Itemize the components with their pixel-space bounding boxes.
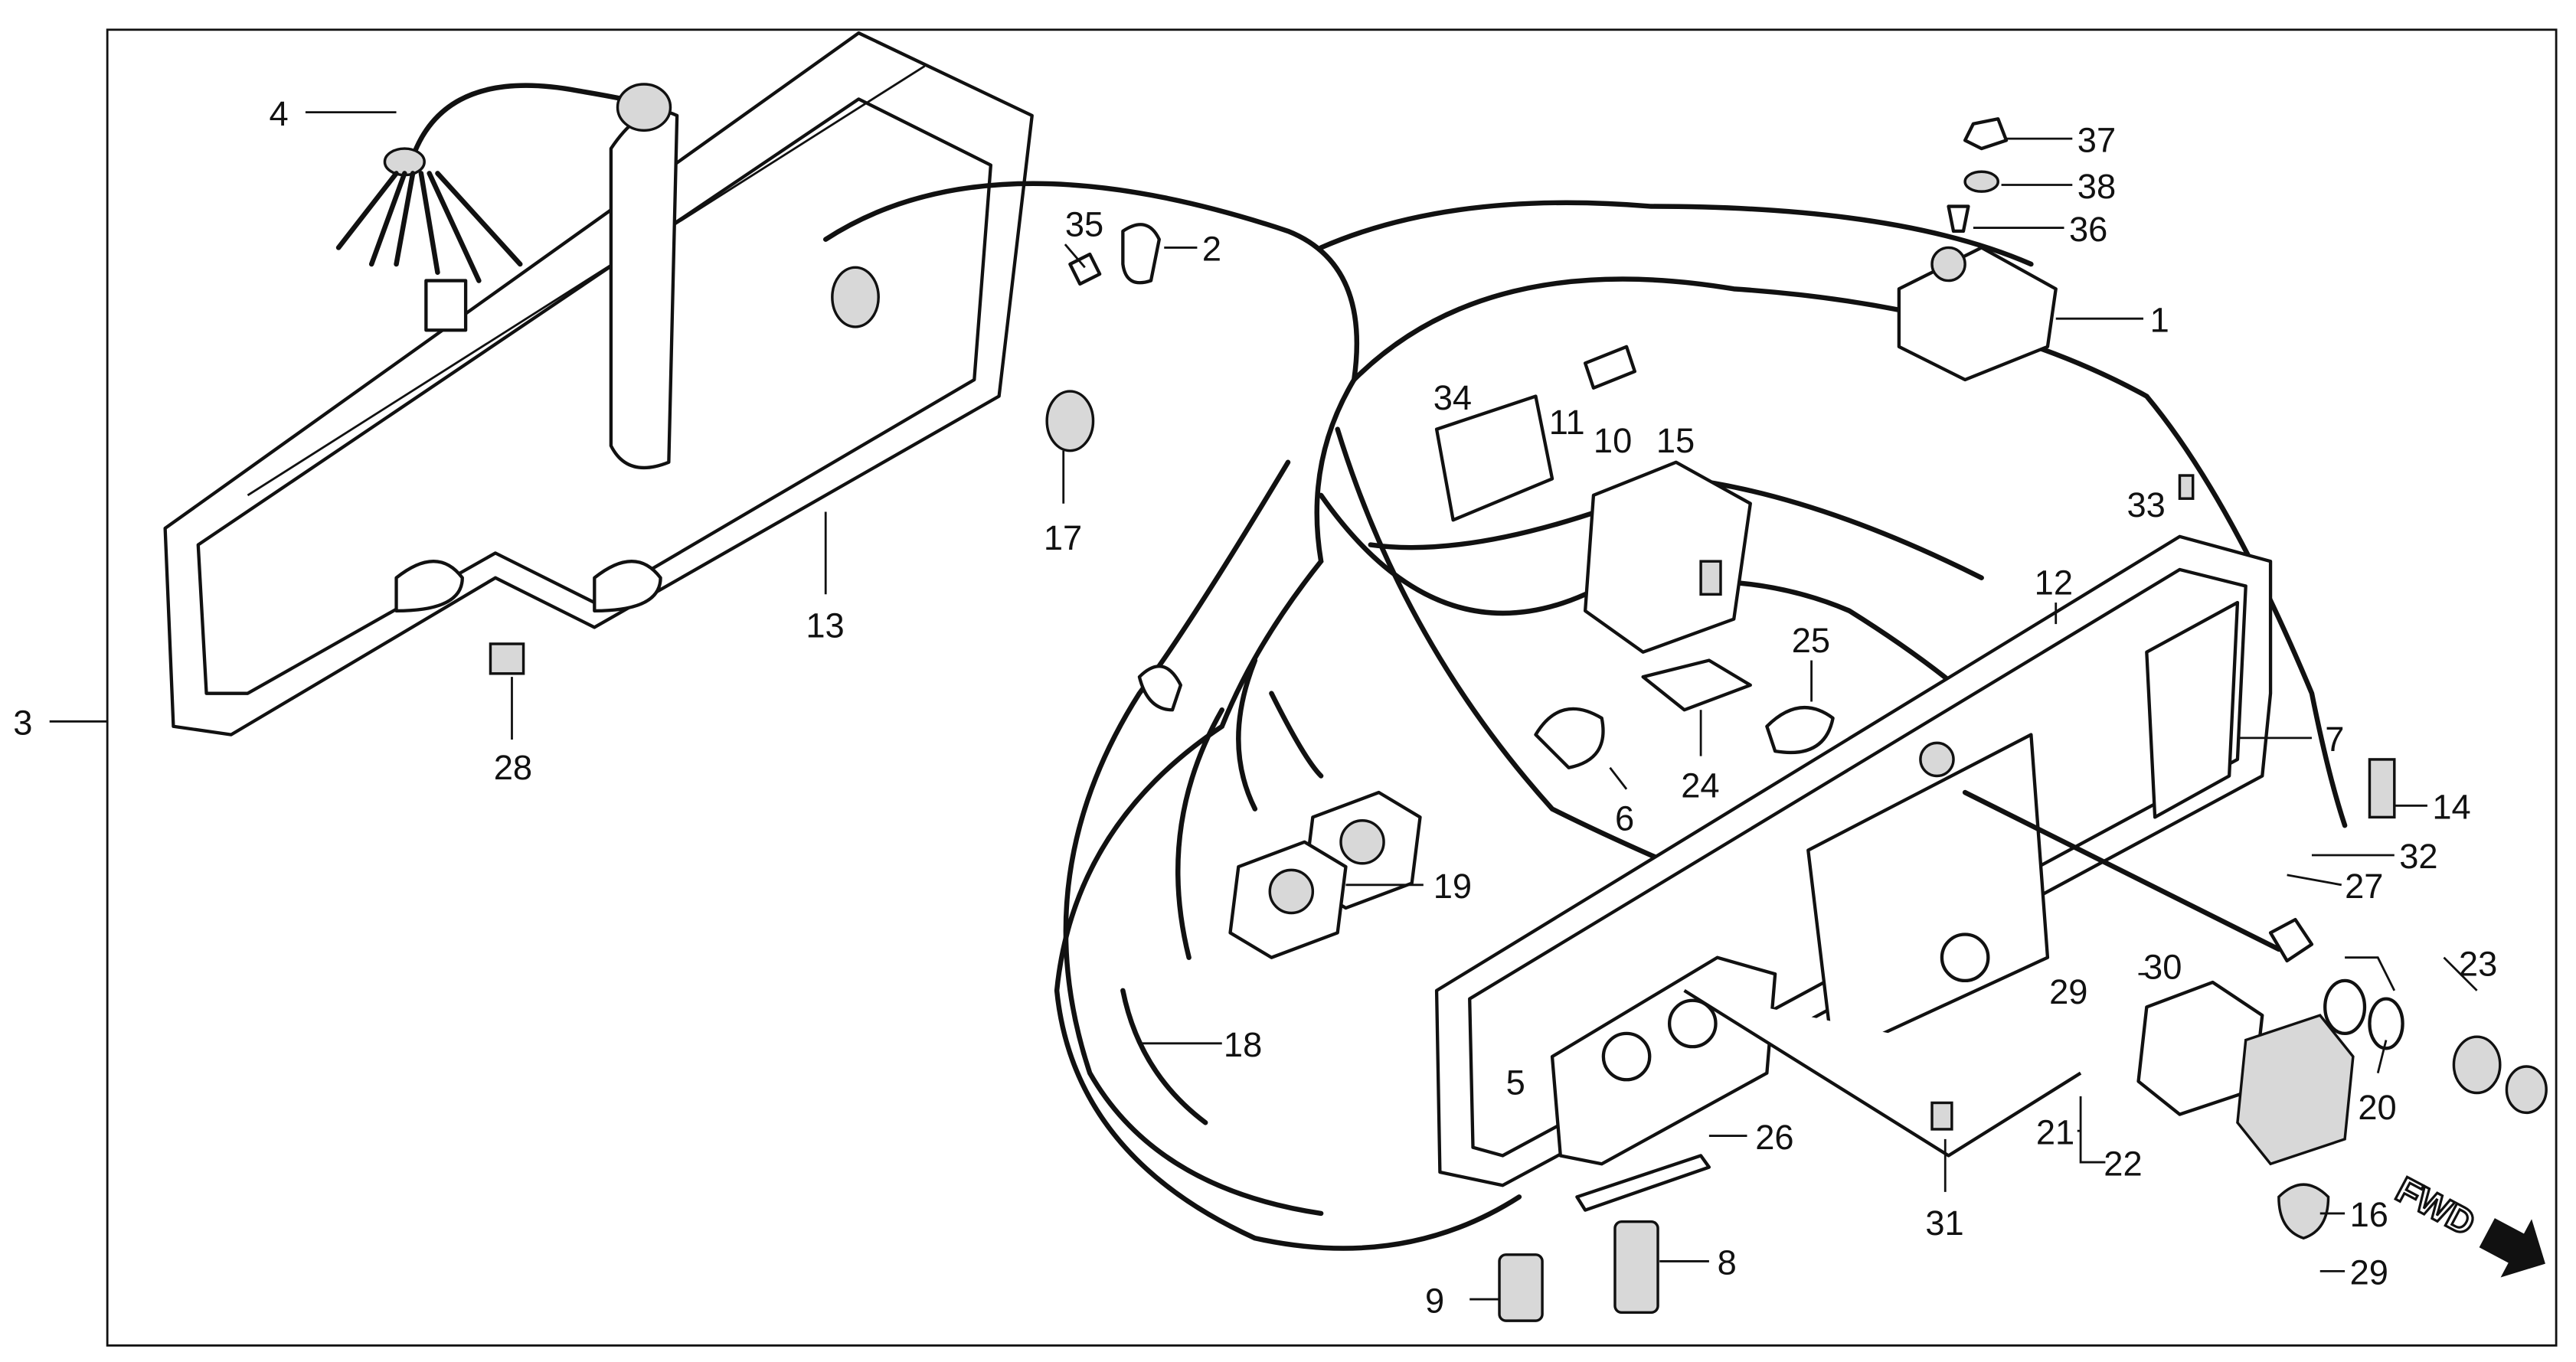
- front-panel: [1434, 534, 2273, 1212]
- harness-grommet: [335, 83, 672, 332]
- callout-36: 36: [2069, 210, 2107, 249]
- callout-37: 37: [2077, 120, 2116, 159]
- leader-lines: [49, 111, 2478, 1301]
- callout-25: 25: [1792, 621, 1830, 660]
- callout-32: 32: [2399, 837, 2437, 876]
- callout-34: 34: [1433, 378, 1472, 417]
- control-box-housing: [163, 31, 1034, 737]
- callout-18: 18: [1224, 1025, 1262, 1064]
- callout-22: 22: [2104, 1144, 2142, 1183]
- regulator-bracket: [1434, 345, 1752, 654]
- callout-17: 17: [1044, 518, 1082, 557]
- callout-1: 1: [2150, 300, 2169, 339]
- callout-29b: 29: [2350, 1253, 2388, 1292]
- callout-19: 19: [1433, 867, 1472, 906]
- callout-30: 30: [2143, 948, 2182, 987]
- callout-29: 29: [2049, 972, 2087, 1011]
- callout-21: 21: [2036, 1112, 2074, 1151]
- callout-23: 23: [2459, 944, 2497, 983]
- callout-5: 5: [1506, 1063, 1525, 1102]
- callout-2: 2: [1202, 230, 1221, 269]
- callout-13: 13: [806, 606, 844, 645]
- callout-16: 16: [2350, 1195, 2388, 1234]
- callout-6: 6: [1615, 799, 1634, 838]
- callout-38: 38: [2077, 167, 2116, 206]
- callout-14: 14: [2432, 788, 2470, 827]
- callout-33: 33: [2127, 485, 2165, 524]
- diode: [1765, 706, 1835, 755]
- callout-28: 28: [494, 748, 532, 787]
- screw: [1068, 252, 1102, 286]
- grommet: [1045, 390, 1095, 452]
- callout-8: 8: [1718, 1243, 1737, 1282]
- callout-15: 15: [1656, 421, 1695, 460]
- callout-3: 3: [13, 704, 32, 743]
- callout-labels: 4 35 2 37 38 36 1 34 11 10 15 17 13 33 1…: [13, 94, 2497, 1320]
- callout-11: 11: [1549, 403, 1585, 442]
- callout-31: 31: [1925, 1204, 1963, 1243]
- cord-clamp: [1121, 223, 1161, 285]
- callout-4: 4: [269, 94, 288, 133]
- arrow-icon: [2479, 1218, 2545, 1278]
- fwd-label: FWD: [2389, 1170, 2481, 1245]
- callout-7: 7: [2325, 720, 2344, 759]
- callout-12: 12: [2035, 563, 2073, 602]
- callout-26: 26: [1755, 1118, 1793, 1157]
- callout-9: 9: [1425, 1281, 1444, 1320]
- callout-27: 27: [2345, 867, 2383, 906]
- callout-10: 10: [1594, 421, 1632, 460]
- knobs-and-fittings: [489, 474, 2548, 1240]
- callout-20: 20: [2358, 1088, 2396, 1127]
- receptacles: [1137, 665, 1422, 959]
- diagram-frame: [106, 28, 2558, 1347]
- ignition-switch: [1897, 117, 2058, 382]
- output-terminals: [1498, 1220, 1659, 1322]
- callout-24: 24: [1681, 766, 1719, 805]
- switch-knob: [1534, 707, 1605, 769]
- callout-35: 35: [1065, 204, 1103, 243]
- terminal-strip: [1641, 658, 1752, 712]
- forward-direction-arrow: FWD: [2388, 1168, 2545, 1278]
